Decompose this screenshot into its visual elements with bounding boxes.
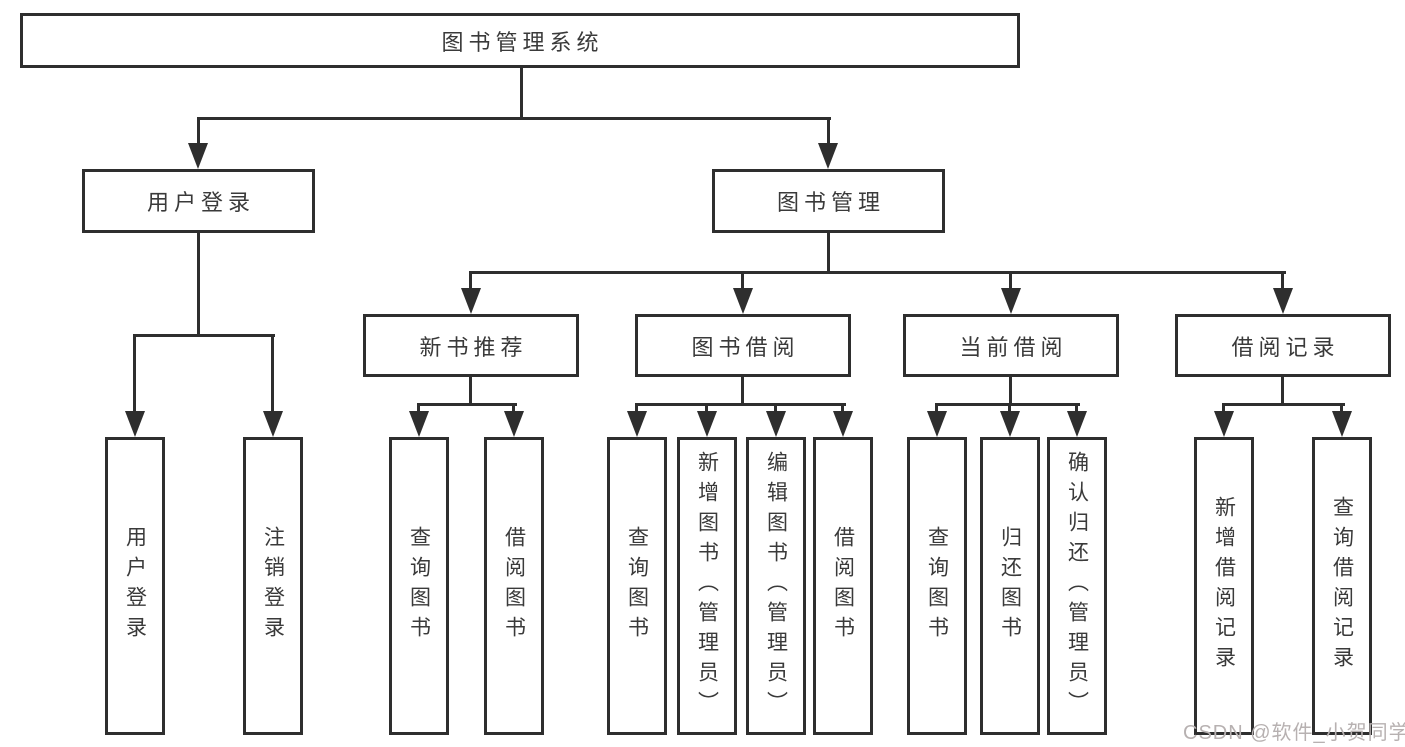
- node-book-mgmt: 图书管理: [712, 169, 945, 233]
- node-leaf-cur-confirm-return: 确认归还（管理员）: [1047, 437, 1107, 735]
- node-leaf-record-add: 新增借阅记录: [1194, 437, 1254, 735]
- connector-line: [197, 117, 200, 146]
- connector-line: [1340, 403, 1343, 414]
- connector-line: [705, 403, 708, 414]
- connector-line: [935, 403, 938, 414]
- node-leaf-bor-borrow-book-label: 借阅图书: [831, 526, 855, 646]
- arrow-down-icon: [627, 411, 647, 437]
- node-leaf-rec-query-book: 查询图书: [389, 437, 449, 735]
- node-new-book-rec-label: 新书推荐: [419, 334, 528, 360]
- connector-line: [469, 377, 472, 406]
- arrow-down-icon: [697, 411, 717, 437]
- node-current-borrow-label: 当前借阅: [959, 334, 1068, 360]
- connector-line: [635, 403, 638, 414]
- node-leaf-bor-add-book-label: 新增图书（管理员）: [695, 451, 719, 721]
- node-leaf-bor-query-book: 查询图书: [607, 437, 667, 735]
- node-leaf-bor-add-book: 新增图书（管理员）: [677, 437, 737, 735]
- node-leaf-record-query-label: 查询借阅记录: [1330, 496, 1354, 676]
- connector-line: [1222, 403, 1345, 406]
- node-leaf-bor-edit-book-label: 编辑图书（管理员）: [764, 451, 788, 721]
- node-leaf-rec-borrow-book: 借阅图书: [484, 437, 544, 735]
- node-borrow-record-label: 借阅记录: [1231, 334, 1340, 360]
- csdn-watermark: CSDN @软件_小贺同学: [1183, 722, 1405, 744]
- connector-line: [741, 377, 744, 406]
- connector-line: [133, 334, 136, 414]
- connector-line: [1222, 403, 1225, 414]
- connector-line: [1075, 403, 1078, 414]
- node-leaf-user-login: 用户登录: [105, 437, 165, 735]
- node-leaf-bor-query-book-label: 查询图书: [625, 526, 649, 646]
- connector-line: [469, 271, 1286, 274]
- arrow-down-icon: [504, 411, 524, 437]
- arrow-down-icon: [1332, 411, 1352, 437]
- arrow-down-icon: [188, 143, 208, 169]
- node-leaf-rec-borrow-book-label: 借阅图书: [502, 526, 526, 646]
- arrow-down-icon: [833, 411, 853, 437]
- connector-line: [1281, 377, 1284, 406]
- node-leaf-bor-borrow-book: 借阅图书: [813, 437, 873, 735]
- node-new-book-rec: 新书推荐: [363, 314, 579, 377]
- node-user-login-label: 用户登录: [146, 190, 255, 215]
- arrow-down-icon: [1000, 411, 1020, 437]
- connector-line: [827, 117, 830, 146]
- connector-line: [827, 233, 830, 274]
- node-leaf-user-login-label: 用户登录: [123, 526, 147, 646]
- node-book-borrow-label: 图书借阅: [691, 334, 800, 360]
- connector-line: [133, 334, 275, 337]
- connector-line: [520, 68, 523, 120]
- node-leaf-cur-query-book-label: 查询图书: [925, 526, 949, 646]
- connector-line: [197, 233, 200, 335]
- arrow-down-icon: [733, 288, 753, 314]
- connector-line: [469, 271, 472, 292]
- arrow-down-icon: [461, 288, 481, 314]
- connector-line: [197, 117, 831, 120]
- node-current-borrow: 当前借阅: [903, 314, 1119, 377]
- arrow-down-icon: [766, 411, 786, 437]
- node-leaf-rec-query-book-label: 查询图书: [407, 526, 431, 646]
- arrow-down-icon: [1273, 288, 1293, 314]
- node-book-mgmt-label: 图书管理: [776, 190, 885, 215]
- node-leaf-bor-edit-book: 编辑图书（管理员）: [746, 437, 806, 735]
- node-leaf-logout: 注销登录: [243, 437, 303, 735]
- connector-line: [774, 403, 777, 414]
- arrow-down-icon: [1067, 411, 1087, 437]
- connector-line: [1009, 271, 1012, 292]
- node-borrow-record: 借阅记录: [1175, 314, 1391, 377]
- connector-line: [271, 334, 274, 414]
- node-root-label: 图书管理系统: [441, 29, 604, 55]
- arrow-down-icon: [1214, 411, 1234, 437]
- node-root: 图书管理系统: [20, 13, 1020, 68]
- arrow-down-icon: [818, 143, 838, 169]
- node-leaf-cur-return-book: 归还图书: [980, 437, 1040, 735]
- node-leaf-logout-label: 注销登录: [261, 526, 285, 646]
- arrow-down-icon: [1001, 288, 1021, 314]
- arrow-down-icon: [125, 411, 145, 437]
- arrow-down-icon: [263, 411, 283, 437]
- connector-line: [935, 403, 1080, 406]
- arrow-down-icon: [927, 411, 947, 437]
- node-user-login: 用户登录: [82, 169, 315, 233]
- node-leaf-cur-query-book: 查询图书: [907, 437, 967, 735]
- node-book-borrow: 图书借阅: [635, 314, 851, 377]
- node-leaf-cur-return-book-label: 归还图书: [998, 526, 1022, 646]
- connector-line: [1008, 403, 1011, 414]
- node-leaf-cur-confirm-return-label: 确认归还（管理员）: [1065, 451, 1089, 721]
- connector-line: [1009, 377, 1012, 406]
- node-leaf-record-query: 查询借阅记录: [1312, 437, 1372, 735]
- connector-line: [417, 403, 420, 414]
- connector-line: [1281, 271, 1284, 292]
- connector-line: [512, 403, 515, 414]
- arrow-down-icon: [409, 411, 429, 437]
- node-leaf-record-add-label: 新增借阅记录: [1212, 496, 1236, 676]
- connector-line: [635, 403, 846, 406]
- connector-line: [417, 403, 517, 406]
- connector-line: [841, 403, 844, 414]
- connector-line: [741, 271, 744, 292]
